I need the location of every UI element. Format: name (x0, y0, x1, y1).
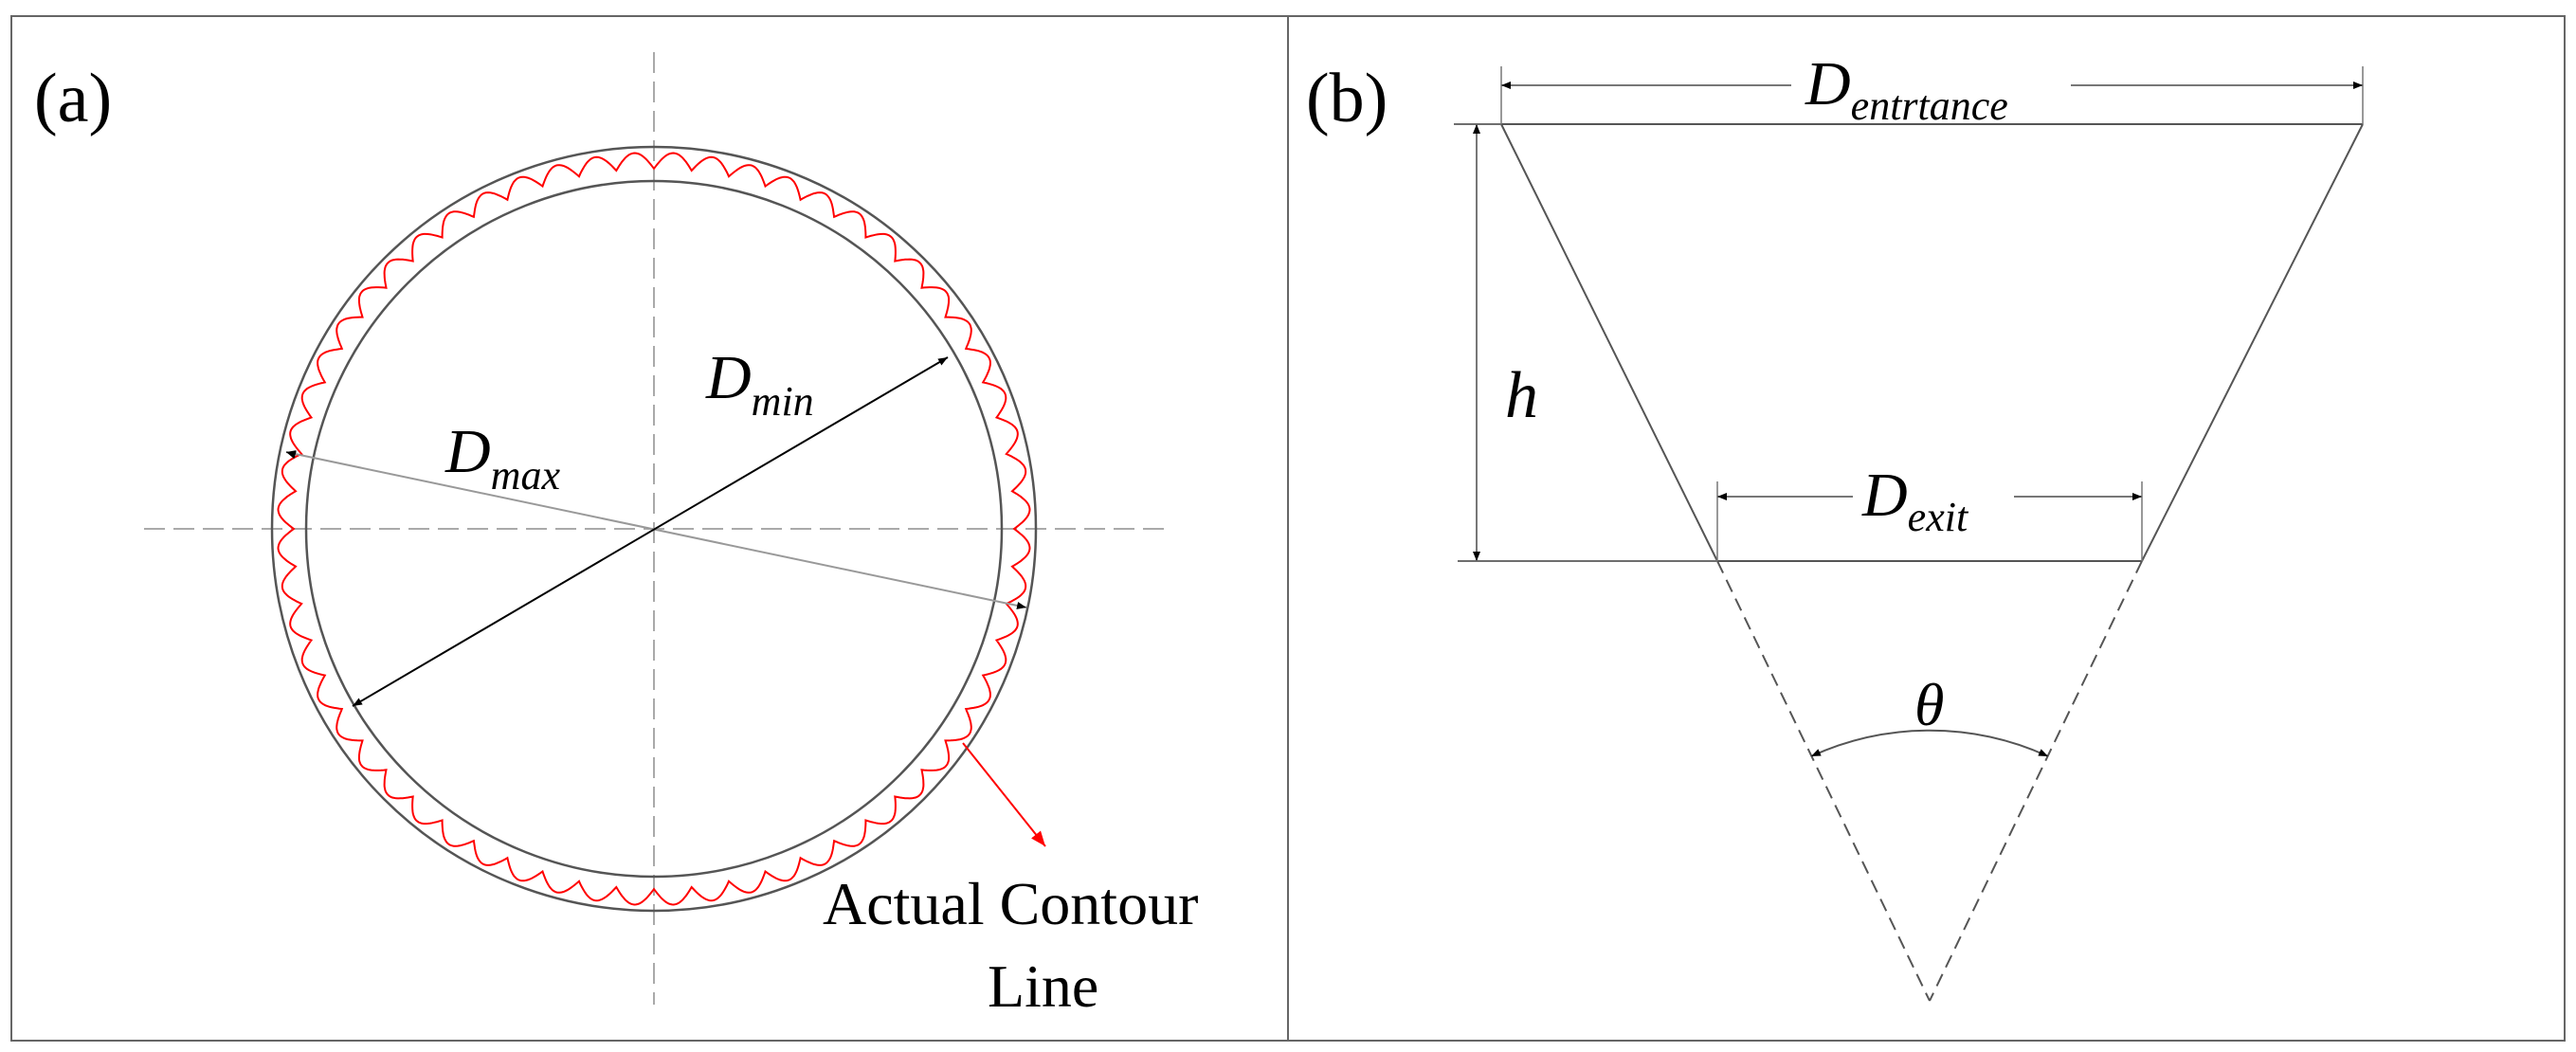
cone-right-extension (1929, 560, 2143, 1002)
dmax-sub: max (491, 452, 561, 499)
panel-a: (a) Dmin Dmax Actual Contour Line (34, 52, 1198, 1020)
outer-circle (270, 145, 1038, 913)
h-label: h (1505, 359, 1538, 432)
theta-arc (1810, 729, 2049, 757)
panel-a-tag: (a) (34, 60, 112, 137)
dentr-main: D (1805, 49, 1851, 118)
dmin-dimension-line (352, 356, 949, 707)
dexit-main: D (1861, 461, 1908, 530)
dmin-label: Dmin (705, 343, 814, 425)
dentr-sub: entrtance (1851, 82, 2008, 129)
contour-label-line2: Line (988, 952, 1098, 1020)
contour-label-line1: Actual Contour (823, 870, 1198, 937)
contour-leader-arrow (962, 742, 1046, 847)
cone-right-side (2141, 123, 2364, 562)
dexit-label: Dexit (1861, 461, 1969, 540)
cone-left-side (1500, 123, 1718, 562)
cone-left-extension (1716, 560, 1931, 1002)
theta-label: θ (1914, 671, 1944, 738)
dmax-arrowhead-left (285, 451, 297, 459)
dentr-label: Dentrtance (1805, 49, 2008, 129)
dmin-main: D (705, 343, 752, 412)
dexit-sub: exit (1908, 494, 1969, 540)
panel-b: (b) Dentrtance Dexit h (1306, 49, 2364, 1002)
dmax-label: Dmax (444, 417, 560, 499)
dmax-main: D (444, 417, 491, 486)
panel-b-tag: (b) (1306, 60, 1388, 137)
panel-b-frame (1287, 15, 2566, 1042)
dmin-sub: min (752, 378, 814, 425)
